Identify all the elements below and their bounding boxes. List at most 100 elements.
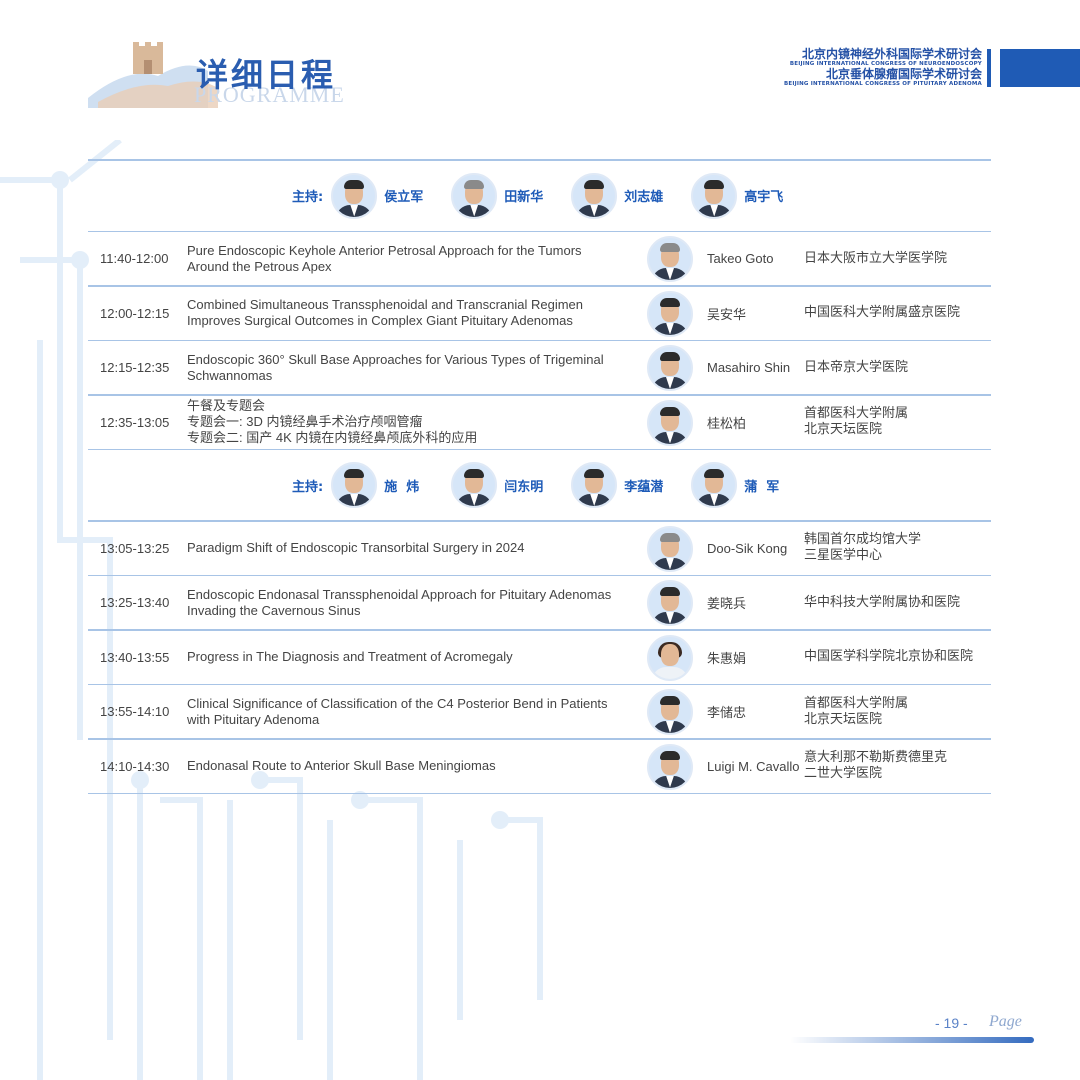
session-chairs-2: 主持: 施 炜 闫东明 李蕴潜 蒲 军 <box>88 450 991 520</box>
header-accent-line <box>987 49 991 87</box>
speaker-photo <box>647 689 693 735</box>
talk-title: 午餐及专题会专题会一: 3D 内镜经鼻手术治疗颅咽管瘤专题会二: 国产 4K 内… <box>187 398 478 445</box>
chair-label: 主持: <box>292 479 324 495</box>
speaker-institution: 韩国首尔成均馆大学 三星医学中心 <box>804 532 922 563</box>
speaker-photo <box>647 345 693 391</box>
time-slot: 13:25-13:40 <box>100 595 170 610</box>
conference-name-block: 北京内镜神经外科国际学术研讨会 BEIJING INTERNATIONAL CO… <box>784 48 982 88</box>
time-slot: 14:10-14:30 <box>100 758 170 774</box>
header-accent-bar <box>1000 49 1080 87</box>
speaker-name: 姜晓兵 <box>707 596 747 611</box>
footer-accent-bar <box>790 1037 1034 1043</box>
talk-title: Endoscopic 360° Skull Base Approaches fo… <box>187 351 604 383</box>
time-slot: 13:40-13:55 <box>100 649 170 665</box>
avatar <box>691 462 738 508</box>
speaker-photo <box>647 743 693 790</box>
page-label: Page <box>989 1013 1022 1030</box>
talk-title: Endoscopic Endonasal Transsphenoidal App… <box>187 586 612 618</box>
talk-title: Progress in The Diagnosis and Treatment … <box>187 649 513 664</box>
avatar <box>331 172 378 219</box>
chair-person: 田新华 <box>451 172 571 219</box>
speaker-name: 桂松柏 <box>707 415 747 431</box>
divider <box>88 574 991 576</box>
avatar <box>451 172 498 219</box>
speaker-photo <box>647 580 693 626</box>
divider <box>88 230 991 232</box>
page-number: - 19 - <box>935 1015 968 1031</box>
divider <box>88 339 991 341</box>
time-slot: 12:15-12:35 <box>100 360 170 375</box>
great-wall-logo <box>88 42 218 108</box>
divider <box>88 285 991 287</box>
divider <box>88 738 991 740</box>
table-row: 14:10-14:30 Endonasal Route to Anterior … <box>88 740 991 793</box>
avatar <box>451 462 498 508</box>
speaker-name: Masahiro Shin <box>707 360 791 375</box>
session-chairs-1: 主持: 侯立军 田新华 刘志雄 高宇飞 <box>88 161 991 231</box>
speaker-name: 李储忠 <box>707 705 747 720</box>
chair-name: 高宇飞 <box>744 190 784 205</box>
chair-person: 刘志雄 <box>571 172 691 219</box>
table-row: 12:00-12:15 Combined Simultaneous Transs… <box>88 287 991 340</box>
table-row: 12:15-12:35 Endoscopic 360° Skull Base A… <box>88 341 991 394</box>
chair-person: 侯立军 <box>331 172 451 219</box>
speaker-photo <box>647 399 693 446</box>
speaker-photo <box>647 634 693 681</box>
speaker-name: 朱惠娟 <box>707 650 747 666</box>
divider <box>88 448 991 450</box>
divider <box>88 683 991 685</box>
chair-person: 李蕴潜 <box>571 462 691 508</box>
table-row: 13:05-13:25 Paradigm Shift of Endoscopic… <box>88 522 991 575</box>
chair-name: 侯立军 <box>384 190 424 205</box>
speaker-institution: 华中科技大学附属协和医院 <box>804 594 961 610</box>
speaker-name: Luigi M. Cavallo <box>707 758 800 774</box>
avatar <box>691 172 738 219</box>
table-row: 13:40-13:55 Progress in The Diagnosis an… <box>88 631 991 684</box>
conference-name-cn-2: 北京垂体腺瘤国际学术研讨会 <box>825 67 982 81</box>
conference-name-en-1: BEIJING INTERNATIONAL CONGRESS OF NEUROE… <box>789 61 982 67</box>
chair-person: 施 炜 <box>331 462 451 508</box>
time-slot: 13:55-14:10 <box>100 704 170 719</box>
chair-name: 刘志雄 <box>624 190 664 205</box>
speaker-institution: 日本帝京大学医院 <box>804 359 909 375</box>
divider <box>88 520 991 522</box>
speaker-institution: 日本大阪市立大学医学院 <box>804 250 948 266</box>
speaker-institution: 意大利那不勒斯费德里克 二世大学医院 <box>804 750 948 781</box>
time-slot: 13:05-13:25 <box>100 540 170 556</box>
avatar <box>571 462 618 508</box>
chair-label: 主持: <box>292 190 324 205</box>
speaker-institution: 中国医学科学院北京协和医院 <box>804 649 974 664</box>
chair-person: 蒲 军 <box>691 462 811 508</box>
chair-name: 闫东明 <box>504 479 544 495</box>
speaker-photo <box>647 525 693 572</box>
table-row: 11:40-12:00 Pure Endoscopic Keyhole Ante… <box>88 232 991 285</box>
speaker-photo <box>647 290 693 337</box>
talk-title: Combined Simultaneous Transsphenoidal an… <box>187 297 584 328</box>
talk-title: Paradigm Shift of Endoscopic Transorbita… <box>187 540 525 555</box>
chair-name: 施 炜 <box>384 479 420 495</box>
table-row: 12:35-13:05 午餐及专题会专题会一: 3D 内镜经鼻手术治疗颅咽管瘤专… <box>88 396 991 449</box>
avatar <box>571 172 618 219</box>
table-row: 13:55-14:10 Clinical Significance of Cla… <box>88 685 991 738</box>
speaker-institution: 首都医科大学附属 北京天坛医院 <box>804 695 909 727</box>
time-slot: 12:00-12:15 <box>100 305 170 321</box>
speaker-name: 吴安华 <box>707 306 747 322</box>
time-slot: 12:35-13:05 <box>100 414 170 430</box>
table-row: 13:25-13:40 Endoscopic Endonasal Transsp… <box>88 576 991 629</box>
circuit-background <box>0 140 543 1080</box>
talk-title: Pure Endoscopic Keyhole Anterior Petrosa… <box>187 242 582 274</box>
page-title: 详细日程 <box>196 56 337 94</box>
speaker-photo <box>647 236 693 282</box>
chair-name: 蒲 军 <box>744 479 780 495</box>
speaker-institution: 首都医科大学附属 北京天坛医院 <box>804 406 909 437</box>
chair-person: 高宇飞 <box>691 172 811 219</box>
talk-title: Endonasal Route to Anterior Skull Base M… <box>187 758 496 773</box>
avatar <box>331 462 378 508</box>
divider <box>88 394 991 396</box>
divider <box>88 159 991 161</box>
conference-name-en-2: BEIJING INTERNATIONAL CONGRESS OF PITUIT… <box>783 81 982 87</box>
speaker-name: Takeo Goto <box>707 251 774 266</box>
speaker-name: Doo-Sik Kong <box>707 540 788 556</box>
page-subtitle: PROGRAMME <box>194 82 345 107</box>
divider <box>88 629 991 631</box>
